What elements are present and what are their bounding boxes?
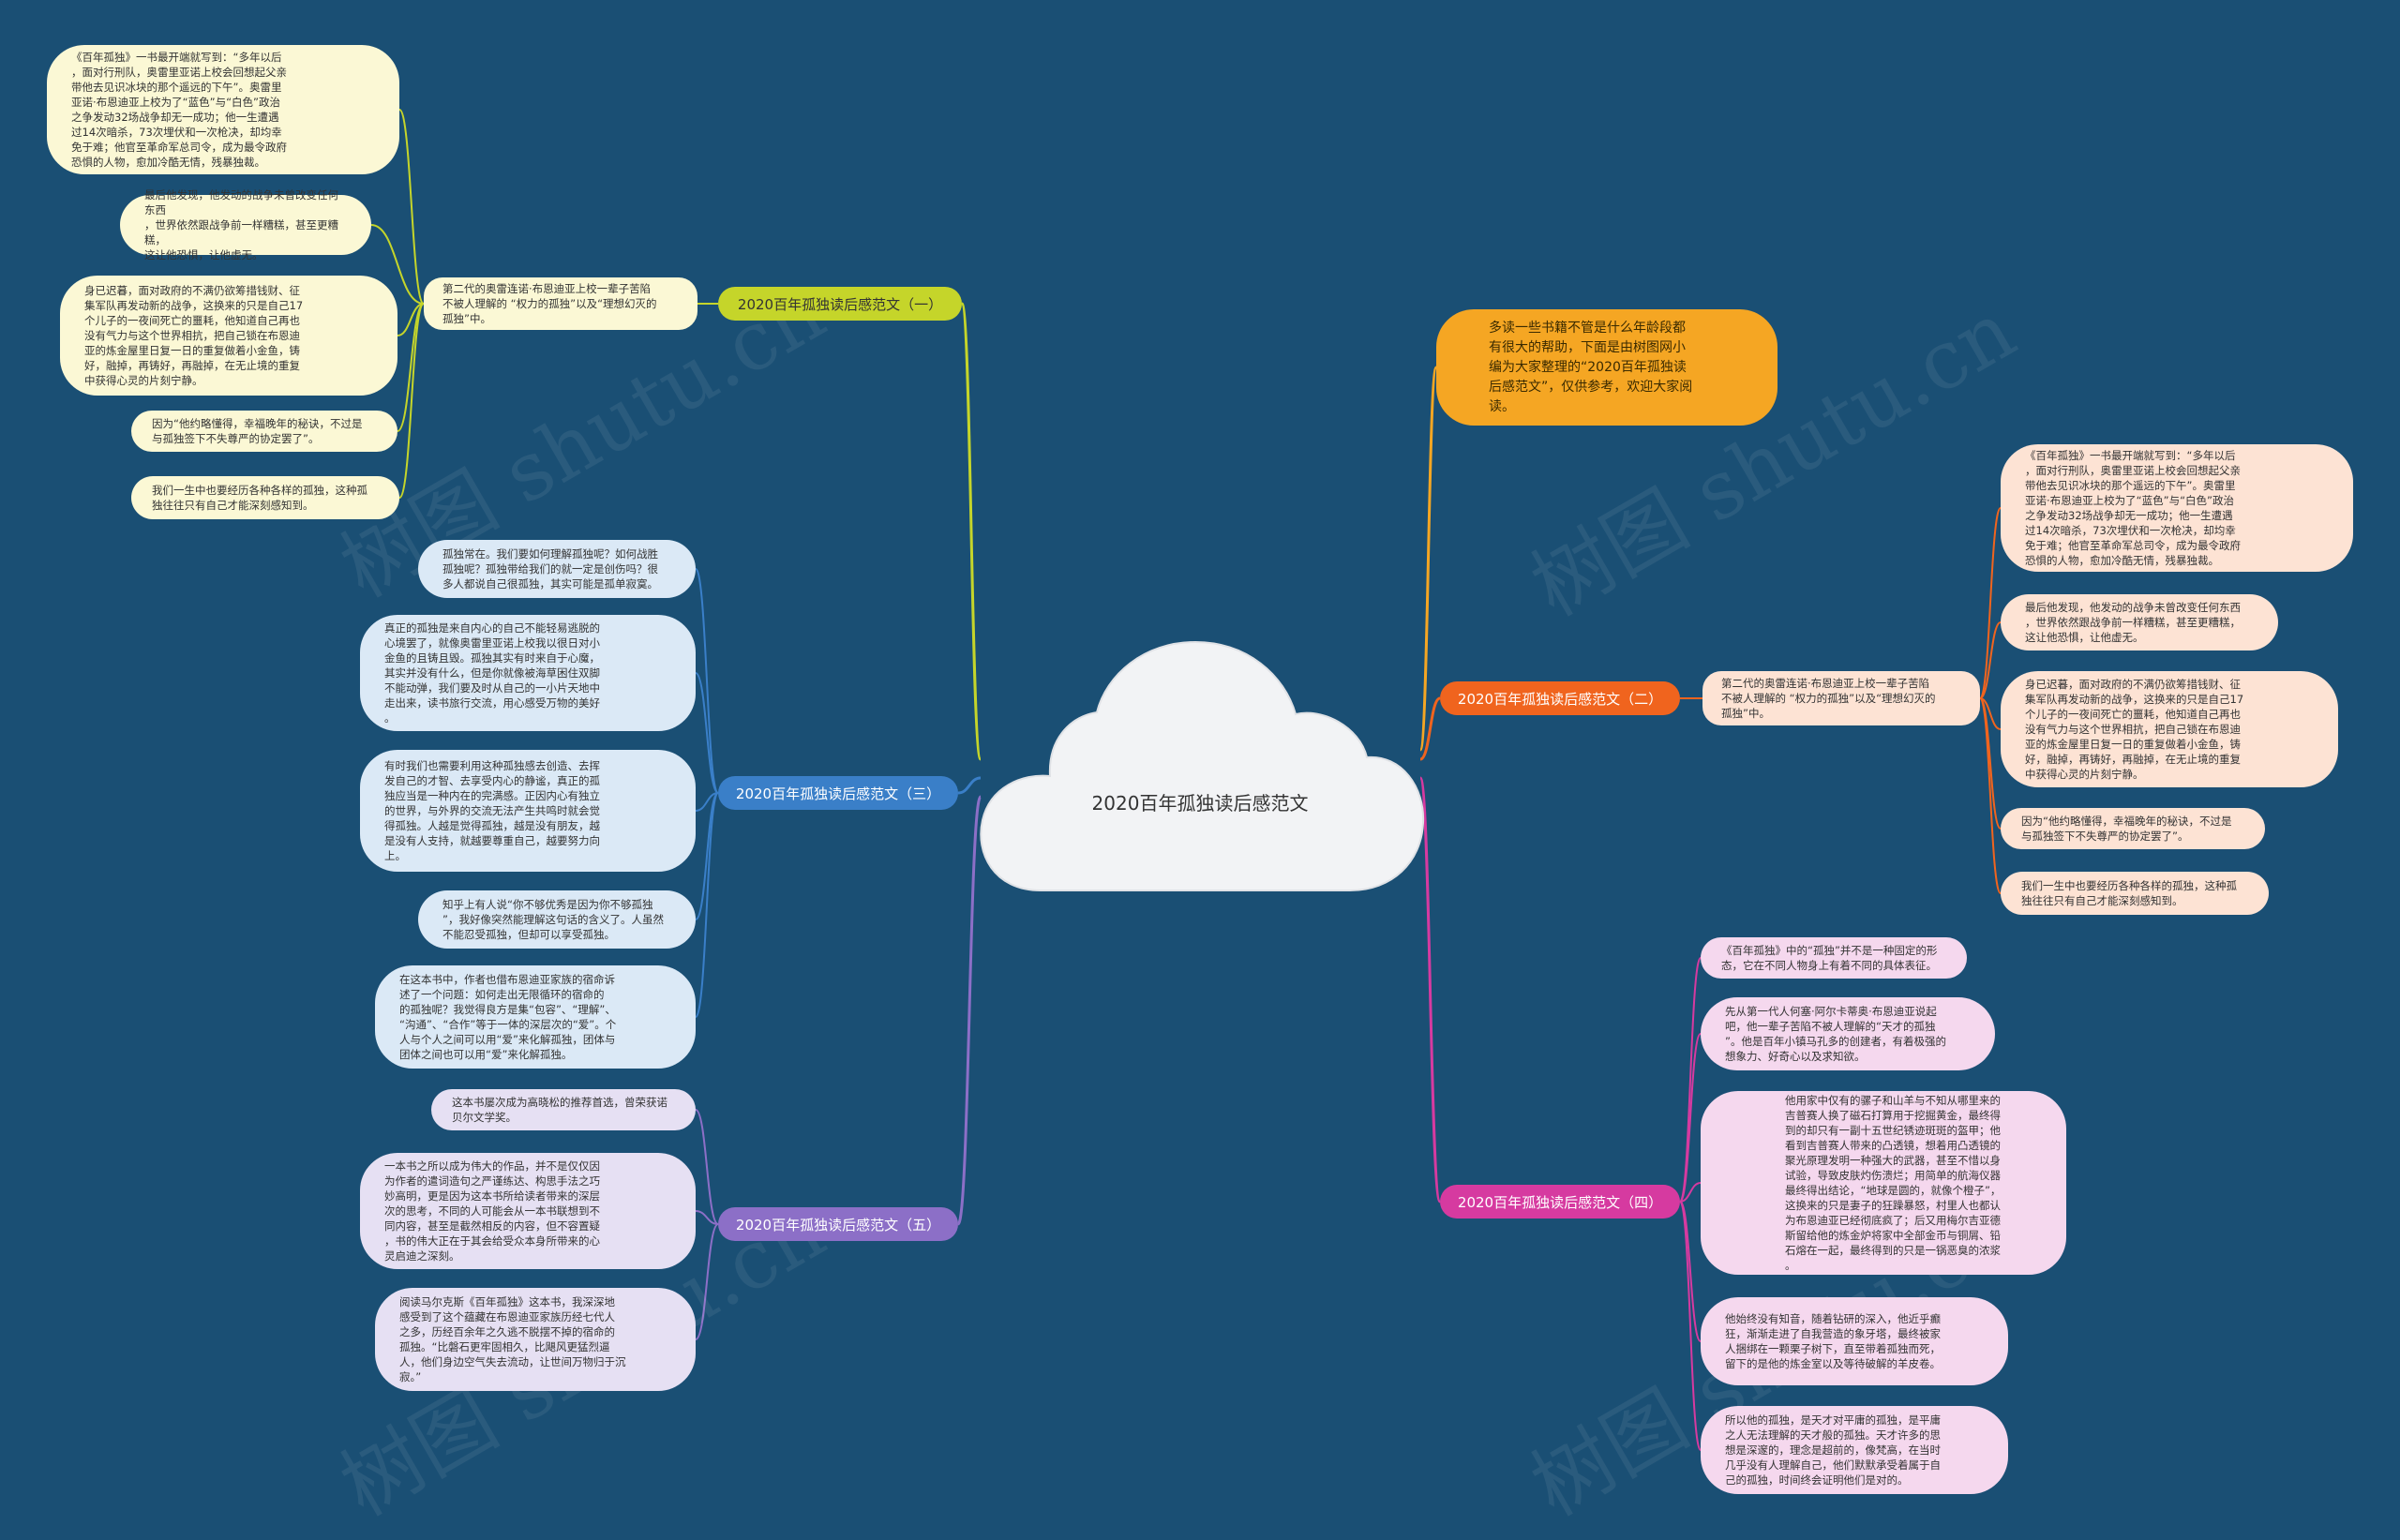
branch-1-summary[interactable]: 第二代的奥雷连诺·布恩迪亚上校一辈子苦陷 不被人理解的 “权力的孤独”以及“理想…	[424, 277, 698, 330]
center-cloud	[980, 640, 1425, 891]
connector	[956, 795, 982, 1226]
branch-4-item-text: 先从第一代人何塞·阿尔卡蒂奥·布恩迪亚说起 吧，他一辈子苦陷不被人理解的“天才的…	[1725, 1005, 1946, 1063]
branch-2-summary-text: 第二代的奥雷连诺·布恩迪亚上校一辈子苦陷 不被人理解的 “权力的孤独”以及“理想…	[1721, 677, 1936, 720]
connector	[695, 792, 719, 1018]
branch-5-item-text: 阅读马尔克斯《百年孤独》这本书，我深深地 感受到了这个蕴藏在布恩迪亚家族历经七代…	[399, 1295, 626, 1383]
branch-2-item[interactable]: 最后他发现，他发动的战争未曾改变任何东西 ，世界依然跟战争前一样糟糕，甚至更糟糕…	[2001, 594, 2278, 650]
branch-2-item-text: 我们一生中也要经历各种各样的孤独，这种孤 独往往只有自己才能深刻感知到。	[2021, 879, 2237, 907]
branch-3[interactable]: 2020百年孤独读后感范文（三）	[718, 776, 958, 810]
branch-1-label: 2020百年孤独读后感范文（一）	[737, 295, 943, 313]
branch-1-item[interactable]: 《百年孤独》一书最开端就写到：“多年以后 ，面对行刑队，奥雷里亚诺上校会回想起父…	[47, 45, 399, 174]
branch-2-item-text: 因为“他约略懂得，幸福晚年的秘诀，不过是 与孤独签下不失尊严的协定罢了”。	[2021, 815, 2232, 843]
branch-1-item-text: 《百年孤独》一书最开端就写到：“多年以后 ，面对行刑队，奥雷里亚诺上校会回想起父…	[71, 51, 287, 169]
branch-2-item[interactable]: 身已迟暮，面对政府的不满仍欲筹措钱财、征 集军队再发动新的战争，这换来的只是自己…	[2001, 671, 2338, 787]
branch-3-item-text: 真正的孤独是来自内心的自己不能轻易逃脱的 心境罢了，就像奥雷里亚诺上校我以很日对…	[384, 621, 600, 725]
connector	[695, 672, 719, 794]
branch-4-item-text: 所以他的孤独，是天才对平庸的孤独，是平庸 之人无法理解的天才般的孤独。天才许多的…	[1725, 1413, 1941, 1487]
branch-5-item[interactable]: 阅读马尔克斯《百年孤独》这本书，我深深地 感受到了这个蕴藏在布恩迪亚家族历经七代…	[375, 1288, 696, 1391]
branch-4[interactable]: 2020百年孤独读后感范文（四）	[1440, 1185, 1680, 1219]
branch-2-summary[interactable]: 第二代的奥雷连诺·布恩迪亚上校一辈子苦陷 不被人理解的 “权力的孤独”以及“理想…	[1702, 671, 1980, 725]
connector	[1679, 957, 1702, 1203]
connector	[1979, 621, 2002, 699]
connector	[957, 776, 982, 795]
branch-2-item-text: 身已迟暮，面对政府的不满仍欲筹措钱财、征 集军队再发动新的战争，这换来的只是自己…	[2025, 678, 2244, 781]
branch-1-item[interactable]: 最后他发现，他发动的战争未曾改变任何东西 ，世界依然跟战争前一样糟糕，甚至更糟糕…	[120, 188, 371, 262]
branch-5-item[interactable]: 一本书之所以成为伟大的作品，并不是仅仅因 为作者的遣词造句之严谨练达、构思手法之…	[360, 1153, 696, 1269]
branch-2-item-text: 《百年孤独》一书最开端就写到：“多年以后 ，面对行刑队，奥雷里亚诺上校会回想起父…	[2025, 449, 2241, 567]
branch-5[interactable]: 2020百年孤独读后感范文（五）	[718, 1207, 958, 1241]
branch-1-item[interactable]: 我们一生中也要经历各种各样的孤独，这种孤 独往往只有自己才能深刻感知到。	[131, 476, 399, 519]
branch-5-label: 2020百年孤独读后感范文（五）	[735, 1216, 941, 1233]
branch-1-item-text: 因为“他约略懂得，幸福晚年的秘诀，不过是 与孤独签下不失尊严的协定罢了”。	[152, 417, 363, 445]
branch-4-item[interactable]: 他用家中仅有的骡子和山羊与不知从哪里来的 吉普赛人换了磁石打算用于挖掘黄金，最终…	[1701, 1091, 2066, 1275]
connector	[398, 109, 425, 305]
branch-3-item[interactable]: 孤独常在。我们要如何理解孤独呢？如何战胜 孤独呢？孤独带给我们的就一定是创伤吗？…	[418, 540, 696, 598]
connector	[695, 568, 719, 794]
branch-3-label: 2020百年孤独读后感范文（三）	[735, 785, 941, 802]
branch-1-summary-text: 第二代的奥雷连诺·布恩迪亚上校一辈子苦陷 不被人理解的 “权力的孤独”以及“理想…	[442, 282, 657, 325]
connector	[1679, 1033, 1702, 1203]
branch-3-item[interactable]: 有时我们也需要利用这种孤独感去创造、去挥 发自己的才智、去享受内心的静谧，真正的…	[360, 750, 696, 872]
branch-1-item[interactable]: 因为“他约略懂得，幸福晚年的秘诀，不过是 与孤独签下不失尊严的协定罢了”。	[131, 411, 398, 452]
branch-4-item[interactable]: 《百年孤独》中的“孤独”并不是一种固定的形 态，它在不同人物身上有着不同的具体表…	[1701, 937, 1967, 979]
branch-1-item-text: 身已迟暮，面对政府的不满仍欲筹措钱财、征 集军队再发动新的战争，这换来的只是自己…	[84, 284, 304, 387]
intro-text: 多读一些书籍不管是什么年龄段都 有很大的帮助，下面是由树图网小 编为大家整理的“…	[1489, 320, 1693, 414]
branch-5-item-text: 一本书之所以成为伟大的作品，并不是仅仅因 为作者的遣词造句之严谨练达、构思手法之…	[384, 1159, 600, 1263]
connector	[1418, 366, 1438, 752]
branch-4-item[interactable]: 先从第一代人何塞·阿尔卡蒂奥·布恩迪亚说起 吧，他一辈子苦陷不被人理解的“天才的…	[1701, 997, 1995, 1070]
connector	[397, 303, 425, 432]
branch-2-item[interactable]: 我们一生中也要经历各种各样的孤独，这种孤 独往往只有自己才能深刻感知到。	[2001, 872, 2269, 915]
branch-2[interactable]: 2020百年孤独读后感范文（二）	[1440, 681, 1680, 715]
branch-2-label: 2020百年孤独读后感范文（二）	[1457, 690, 1663, 708]
branch-5-item-text: 这本书屡次成为高晓松的推荐首选，曾荣获诺 贝尔文学奖。	[452, 1096, 668, 1124]
branch-1-item-text: 我们一生中也要经历各种各样的孤独，这种孤 独往往只有自己才能深刻感知到。	[152, 484, 368, 512]
branch-3-item[interactable]: 真正的孤独是来自内心的自己不能轻易逃脱的 心境罢了，就像奥雷里亚诺上校我以很日对…	[360, 615, 696, 731]
branch-4-item-text: 他用家中仅有的骡子和山羊与不知从哪里来的 吉普赛人换了磁石打算用于挖掘黄金，最终…	[1785, 1094, 2002, 1272]
center-title: 2020百年孤独读后感范文	[1091, 791, 1309, 815]
branch-4-item-text: 《百年孤独》中的“孤独”并不是一种固定的形 态，它在不同人物身上有着不同的具体表…	[1721, 944, 1938, 972]
connector	[398, 303, 425, 499]
branch-3-item[interactable]: 知乎上有人说“你不够优秀是因为你不够孤独 ”，我好像突然能理解这句话的含义了。人…	[418, 890, 696, 949]
branch-3-item-text: 在这本书中，作者也借布恩迪亚家族的宿命诉 述了一个问题：如何走出无限循环的宿命的…	[399, 973, 617, 1061]
connector	[1679, 1201, 1702, 1451]
branch-2-item-text: 最后他发现，他发动的战争未曾改变任何东西 ，世界依然跟战争前一样糟糕，甚至更糟糕…	[2025, 601, 2241, 644]
branch-4-item[interactable]: 所以他的孤独，是天才对平庸的孤独，是平庸 之人无法理解的天才般的孤独。天才许多的…	[1701, 1406, 2008, 1494]
branch-1-item[interactable]: 身已迟暮，面对政府的不满仍欲筹措钱财、征 集军队再发动新的战争，这换来的只是自己…	[60, 276, 398, 396]
branch-1[interactable]: 2020百年孤独读后感范文（一）	[718, 287, 962, 321]
intro-node[interactable]: 多读一些书籍不管是什么年龄段都 有很大的帮助，下面是由树图网小 编为大家整理的“…	[1436, 309, 1778, 426]
connector	[1418, 776, 1442, 1204]
branch-2-item[interactable]: 因为“他约略懂得，幸福晚年的秘诀，不过是 与孤独签下不失尊严的协定罢了”。	[2001, 808, 2265, 849]
connector	[695, 1223, 719, 1340]
connector	[1979, 697, 2002, 894]
connector	[370, 224, 425, 305]
connector	[960, 302, 982, 761]
branch-4-label: 2020百年孤独读后感范文（四）	[1457, 1193, 1663, 1211]
branch-3-item[interactable]: 在这本书中，作者也借布恩迪亚家族的宿命诉 述了一个问题：如何走出无限循环的宿命的…	[375, 965, 696, 1069]
connector	[1979, 507, 2002, 699]
connector	[1679, 1182, 1702, 1203]
branch-5-item[interactable]: 这本书屡次成为高晓松的推荐首选，曾荣获诺 贝尔文学奖。	[431, 1089, 696, 1130]
connector	[695, 1210, 719, 1225]
branch-3-item-text: 知乎上有人说“你不够优秀是因为你不够孤独 ”，我好像突然能理解这句话的含义了。人…	[442, 898, 664, 941]
center-topic[interactable]: 2020百年孤独读后感范文	[975, 759, 1425, 844]
branch-1-item-text: 最后他发现，他发动的战争未曾改变任何东西 ，世界依然跟战争前一样糟糕，甚至更糟糕…	[144, 188, 338, 262]
branch-3-item-text: 孤独常在。我们要如何理解孤独呢？如何战胜 孤独呢？孤独带给我们的就一定是创伤吗？…	[442, 547, 658, 591]
connector	[695, 1109, 719, 1225]
connector	[1419, 696, 1441, 761]
branch-3-item-text: 有时我们也需要利用这种孤独感去创造、去挥 发自己的才智、去享受内心的静谧，真正的…	[384, 759, 600, 862]
branch-2-item[interactable]: 《百年孤独》一书最开端就写到：“多年以后 ，面对行刑队，奥雷里亚诺上校会回想起父…	[2001, 444, 2353, 572]
connector	[695, 792, 719, 812]
branch-4-item-text: 他始终没有知音，随着钻研的深入，他近乎癫 狂，渐渐走进了自我营造的象牙塔，最终被…	[1725, 1312, 1941, 1370]
branch-4-item[interactable]: 他始终没有知音，随着钻研的深入，他近乎癫 狂，渐渐走进了自我营造的象牙塔，最终被…	[1701, 1297, 2008, 1385]
